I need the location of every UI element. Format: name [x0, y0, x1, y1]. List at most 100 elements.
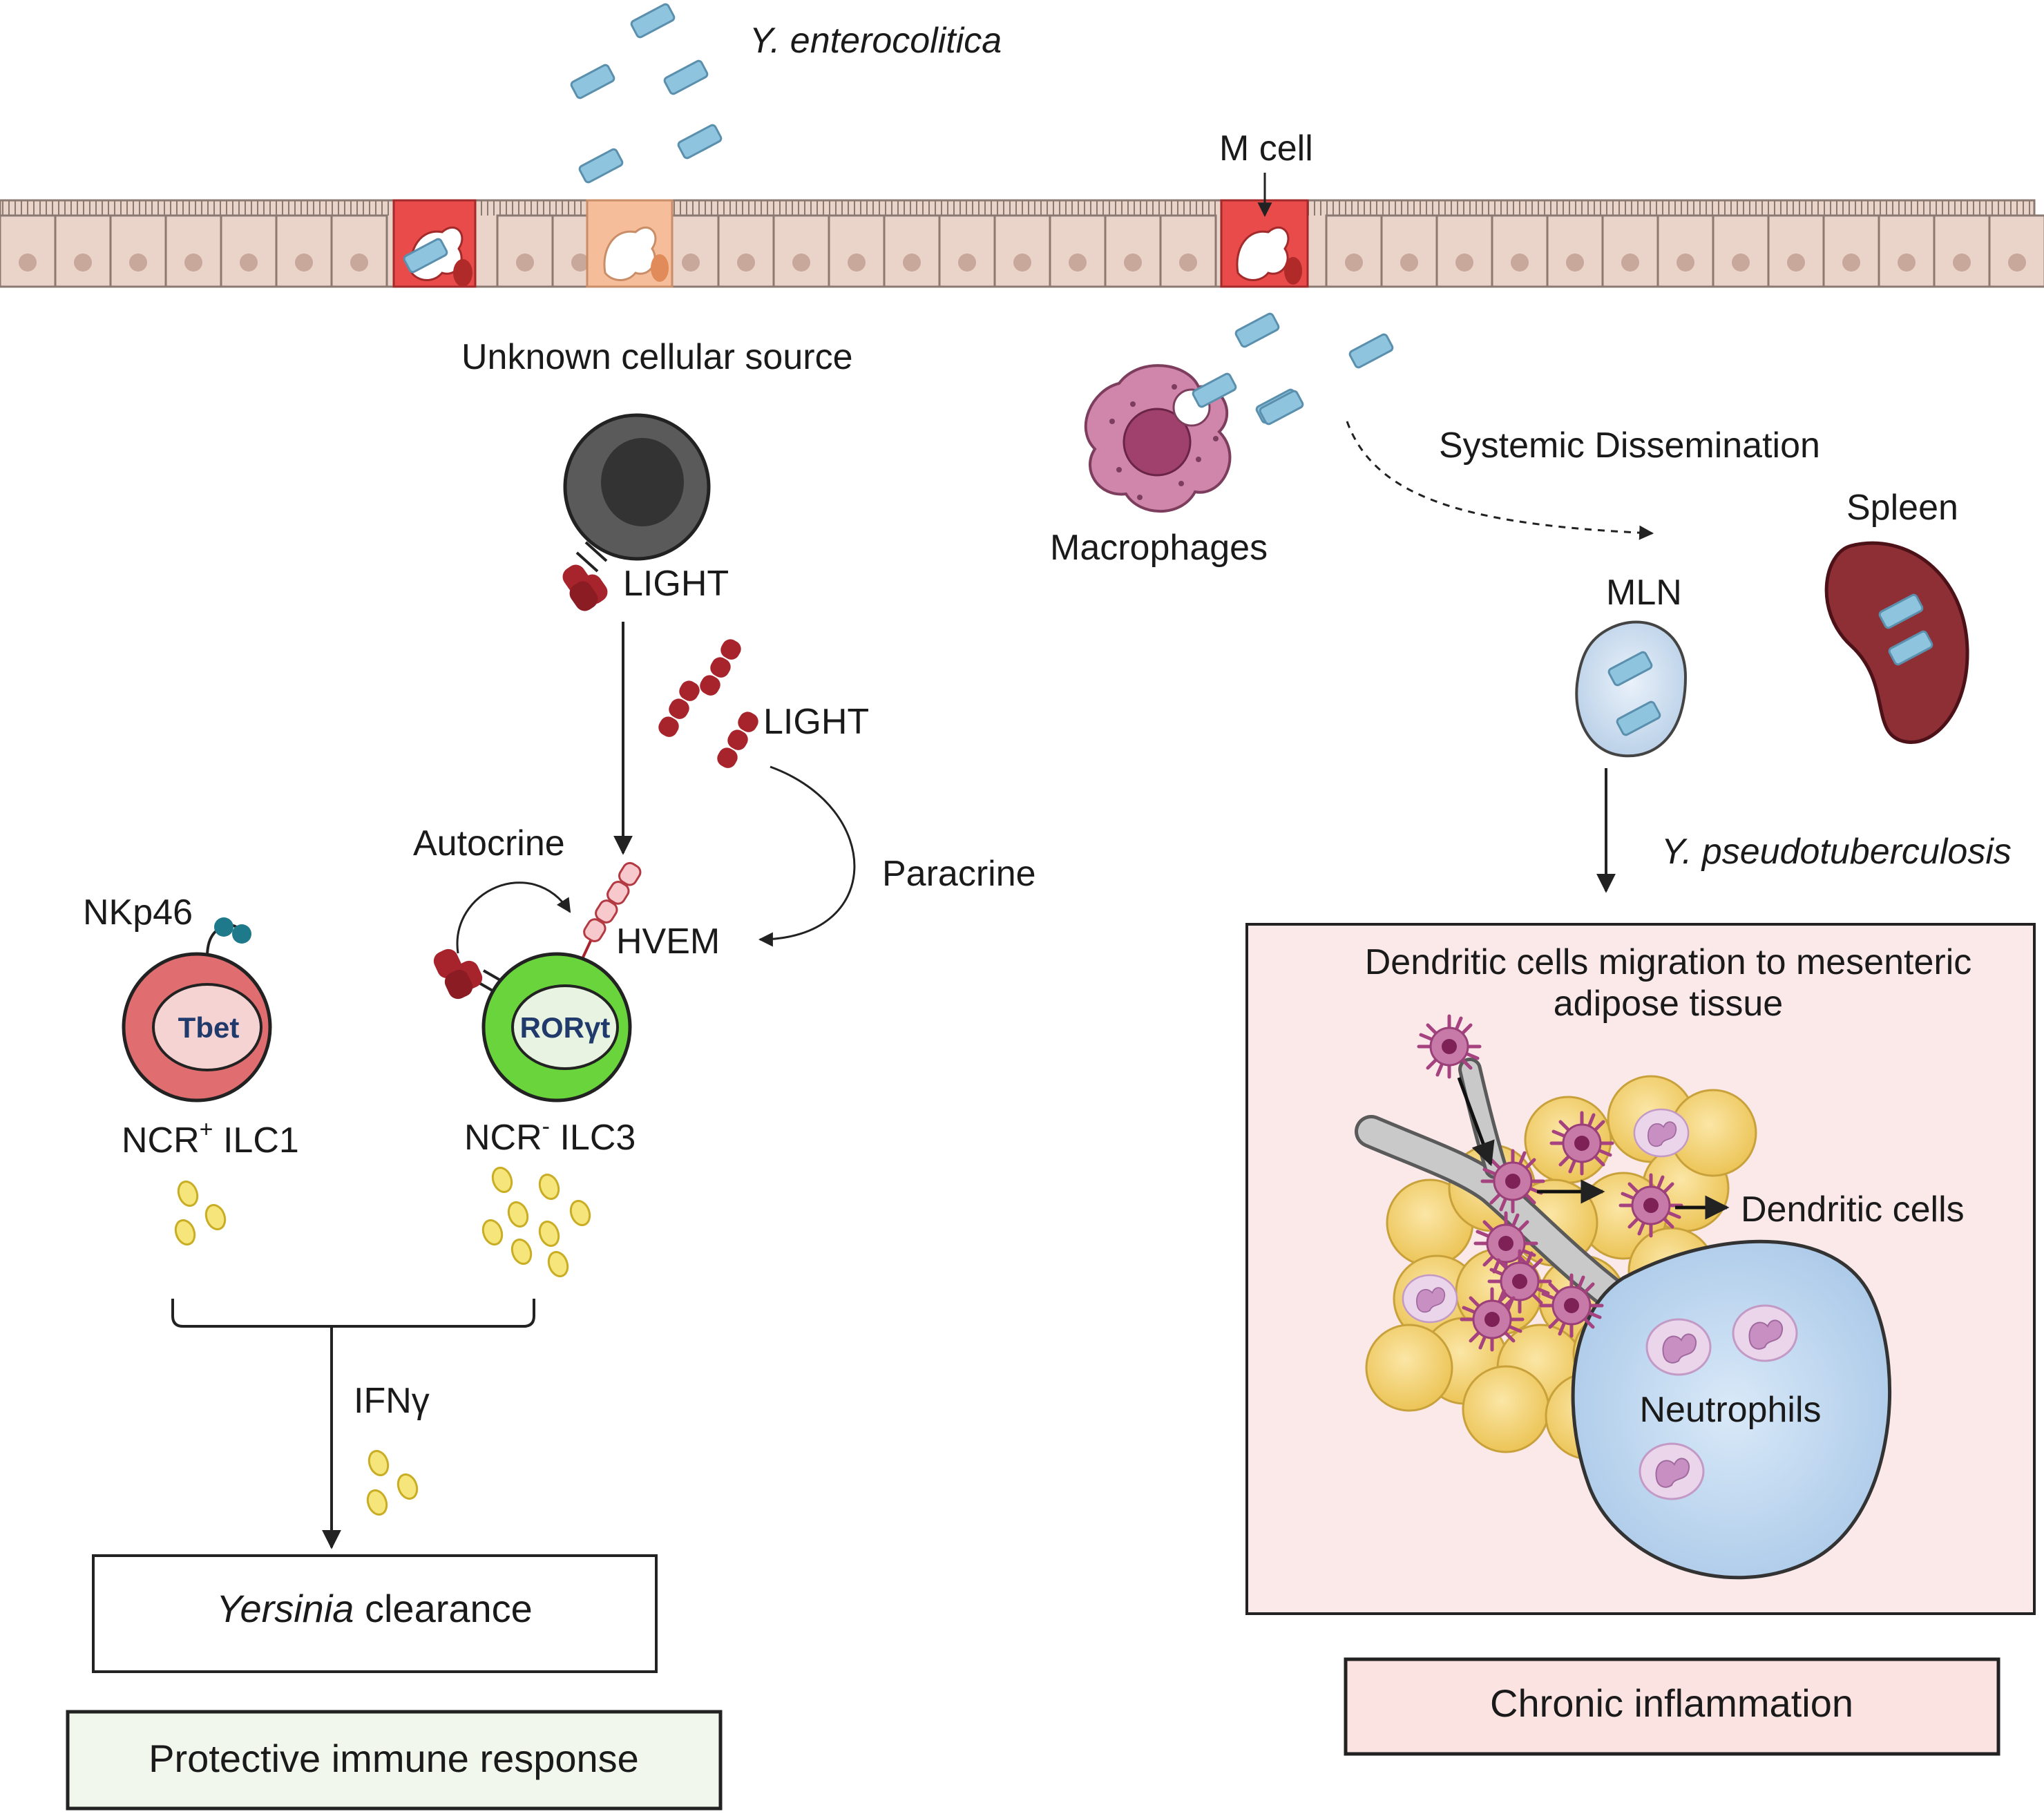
epithelial-nucleus — [516, 254, 534, 271]
epithelial-nucleus — [848, 254, 866, 271]
protective-response-box: Protective immune response — [66, 1710, 723, 1811]
chronic-inflammation-panel: Dendritic cells migration to mesenteric … — [1245, 923, 2036, 1615]
spleen — [1824, 541, 1969, 744]
dc-migration-line2: adipose tissue — [1554, 984, 1783, 1024]
epithelial-cell — [1712, 214, 1770, 288]
epithelial-cell — [828, 214, 886, 288]
hvem-label: HVEM — [616, 922, 720, 962]
epithelial-nucleus — [1732, 254, 1750, 271]
ilc3-cell: RORγt — [433, 948, 632, 1102]
epithelial-nucleus — [2008, 254, 2026, 271]
intestinal-epithelium — [0, 199, 2044, 288]
epithelial-cell — [993, 214, 1051, 288]
epithelial-cell — [275, 214, 333, 288]
epithelial-nucleus — [1345, 254, 1363, 271]
clearance-italic: Yersinia — [216, 1587, 354, 1630]
mesenteric-lymph-node — [1575, 620, 1688, 758]
epithelial-cell — [883, 214, 941, 288]
epithelial-nucleus — [1677, 254, 1694, 271]
m-cell-pale — [586, 199, 674, 288]
light-membrane-label: LIGHT — [623, 564, 729, 604]
light-membrane-receptor — [562, 541, 608, 611]
clearance-rest: clearance — [354, 1587, 532, 1630]
systemic-dissemination-label: Systemic Dissemination — [1439, 426, 1820, 466]
y-pseudotuberculosis-label: Y. pseudotuberculosis — [1661, 832, 2012, 872]
epithelial-cell — [1601, 214, 1659, 288]
epithelial-cell — [1435, 214, 1493, 288]
spleen-label: Spleen — [1846, 488, 1958, 528]
systemic-dissemination-arrow — [1346, 421, 1654, 540]
epithelial-cell — [1822, 214, 1880, 288]
neutrophil-cluster: Neutrophils — [1571, 1239, 1892, 1580]
convergence-bracket — [171, 1299, 535, 1328]
epithelial-cell — [1380, 214, 1438, 288]
epithelial-nucleus — [74, 254, 92, 271]
epithelial-nucleus — [129, 254, 147, 271]
ifn-granules — [363, 1447, 421, 1518]
dc-migration-line1: Dendritic cells migration to mesenteric — [1365, 942, 1972, 982]
epithelial-nucleus — [682, 254, 700, 271]
epithelial-cell — [164, 214, 222, 288]
epithelial-cell — [1491, 214, 1549, 288]
epithelial-nucleus — [350, 254, 368, 271]
nkp46-label: NKp46 — [83, 892, 193, 933]
epithelial-cell — [1546, 214, 1604, 288]
mln-label: MLN — [1606, 573, 1682, 613]
epithelial-cells — [0, 214, 2044, 288]
epithelial-nucleus — [903, 254, 921, 271]
hvem-receptor — [580, 861, 642, 961]
epithelial-cell — [1878, 214, 1936, 288]
epithelial-nucleus — [184, 254, 202, 271]
m-cell-left — [392, 199, 477, 288]
epithelial-nucleus — [295, 254, 313, 271]
epithelial-nucleus — [737, 254, 755, 271]
ilc1-ifn-granules — [171, 1178, 229, 1248]
autocrine-label: Autocrine — [413, 823, 565, 863]
epithelial-nucleus — [958, 254, 976, 271]
epithelial-nucleus — [1511, 254, 1529, 271]
epithelial-nucleus — [571, 254, 589, 271]
epithelial-cell — [220, 214, 278, 288]
epithelial-nucleus — [1566, 254, 1584, 271]
autocrine-arrow — [456, 881, 571, 954]
epithelial-cell — [1325, 214, 1383, 288]
epithelial-nucleus — [1013, 254, 1031, 271]
epithelial-nucleus — [1179, 254, 1197, 271]
epithelial-nucleus — [1898, 254, 1916, 271]
macrophages-label: Macrophages — [1050, 528, 1268, 568]
dc-migration-arrow-down — [1457, 1077, 1495, 1167]
epithelial-nucleus — [1621, 254, 1639, 271]
epithelial-cell — [1049, 214, 1107, 288]
unknown-source-label: Unknown cellular source — [461, 337, 853, 377]
epithelial-cell — [1933, 214, 1991, 288]
epithelial-nucleus — [1455, 254, 1473, 271]
epithelial-cell — [1104, 214, 1162, 288]
epithelial-nucleus — [1953, 254, 1971, 271]
ifn-label: IFNγ — [354, 1381, 430, 1421]
unknown-source-cell — [563, 413, 711, 561]
neutrophils-label: Neutrophils — [1639, 1390, 1821, 1430]
epithelial-cell — [938, 214, 996, 288]
ilc1-cell: Tbet — [122, 917, 272, 1102]
yersinia-clearance-box: Yersinia clearance — [92, 1554, 658, 1673]
epithelial-nucleus — [19, 254, 37, 271]
paracrine-arrow — [758, 765, 856, 947]
soluble-light-molecules — [658, 639, 758, 768]
epithelial-nucleus — [240, 254, 258, 271]
epithelial-cell — [1656, 214, 1715, 288]
ilc3-label: NCR- ILC3 — [464, 1114, 636, 1158]
epithelial-nucleus — [1069, 254, 1087, 271]
epithelial-cell — [1988, 214, 2044, 288]
m-cell-label: M cell — [1219, 128, 1313, 169]
macrophage — [1084, 364, 1232, 513]
paracrine-label: Paracrine — [882, 854, 1036, 894]
tbet-label: Tbet — [178, 1011, 240, 1044]
epithelial-cell — [330, 214, 388, 288]
epithelial-cell — [54, 214, 112, 288]
epithelial-cell — [0, 214, 57, 288]
epithelial-cell — [772, 214, 830, 288]
epithelial-nucleus — [1124, 254, 1142, 271]
epithelial-cell — [1767, 214, 1825, 288]
ilc3-ifn-granules — [479, 1164, 594, 1280]
